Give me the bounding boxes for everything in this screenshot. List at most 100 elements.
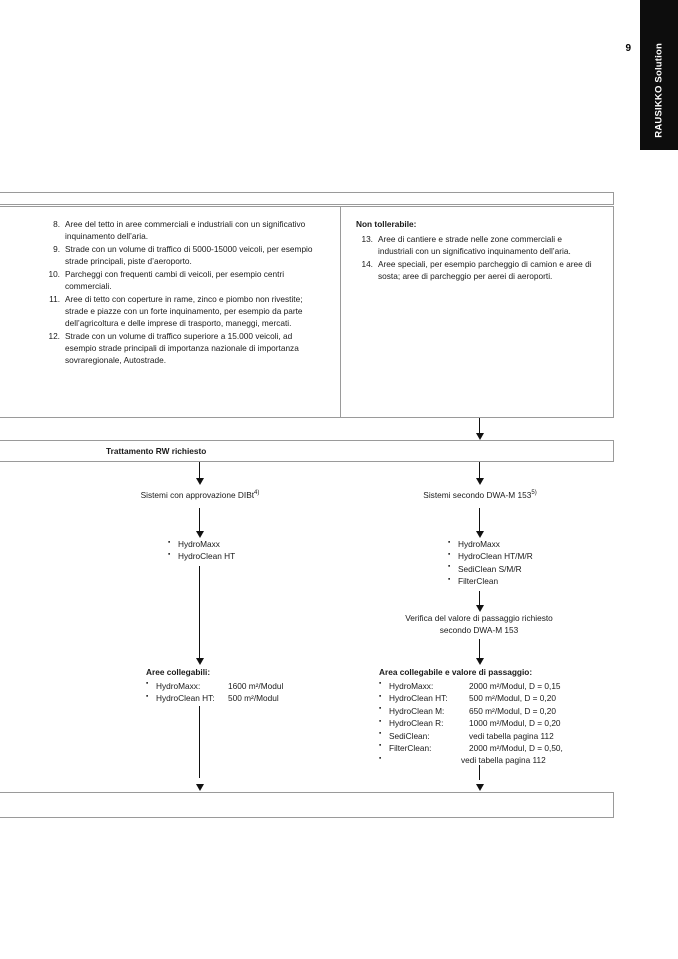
- left-branch-results-list: HydroMaxx: 1600 m²/Modul HydroClean HT: 50…: [146, 679, 284, 705]
- list-item: HydroMaxx: [168, 537, 235, 550]
- list-item-number: 14.: [361, 259, 373, 270]
- list-item: 13. Aree di cantiere e strade nelle zone …: [356, 234, 598, 258]
- connector-arrow-criteria-to-rw: [475, 433, 484, 440]
- result-label: HydroClean HT:: [156, 693, 215, 704]
- connector-arrow-right-title-to-systems: [475, 531, 484, 538]
- right-branch-check: Verifica del valore di passaggio richies…: [379, 613, 579, 637]
- bottom-partial-box: [0, 792, 614, 818]
- list-item: FilterClean: 2000 m²/Modul, D = 0,50,: [379, 741, 563, 754]
- result-value: 2000 m²/Modul, D = 0,50,: [469, 742, 563, 753]
- criteria-right-heading: Non tollerabile:: [356, 219, 417, 229]
- right-branch-results-list: HydroMaxx:2000 m²/Modul, D = 0,15 HydroC…: [379, 679, 563, 767]
- connector-arrow-left-systems-to-results: [195, 658, 204, 665]
- list-item: HydroMaxx: [448, 537, 533, 550]
- left-branch-title-superscript: 4): [254, 490, 260, 496]
- upper-partial-bar: [0, 192, 614, 205]
- connector-arrow-right-check-to-results: [475, 658, 484, 665]
- list-item-number: 8.: [53, 219, 60, 229]
- result-label: HydroClean HT:: [389, 693, 448, 704]
- left-branch-systems-list: HydroMaxx HydroClean HT: [168, 537, 235, 563]
- list-item: HydroClean HT: 500 m²/Modul: [146, 692, 283, 704]
- criteria-right-column: Non tollerabile: 13. Aree di cantiere e s…: [356, 219, 598, 284]
- right-branch-results-heading: Area collegabile e valore di passaggio:: [379, 667, 533, 677]
- right-branch-check-line2: secondo DWA-M 153: [439, 624, 519, 635]
- connector-line-left-systems-to-results: [199, 566, 201, 659]
- result-value: 1600 m²/Modul: [228, 680, 284, 691]
- criteria-left-list: 8. Aree del tetto in aree commerciali e i…: [43, 219, 323, 366]
- right-branch-systems: HydroMaxx HydroClean HT/M/R SediClean S/…: [448, 537, 533, 588]
- list-item-continuation: vedi tabella pagina 112: [379, 754, 563, 766]
- page-number: 9: [625, 43, 631, 54]
- connector-line-right-check-to-results: [479, 639, 481, 659]
- result-value: vedi tabella pagina 112: [469, 730, 554, 741]
- list-item-text: Aree di tetto con coperture in rame, zin…: [65, 294, 303, 328]
- left-branch-results: Aree collegabili: HydroMaxx: 1600 m²/Modu…: [146, 667, 283, 705]
- result-value: 500 m²/Modul: [228, 693, 279, 704]
- list-item: SediClean: vedi tabella pagina 112: [379, 729, 563, 742]
- result-label: SediClean:: [389, 730, 430, 741]
- list-item-text: Aree speciali, per esempio parcheggio di…: [378, 259, 592, 282]
- list-item-text: Aree di cantiere e strade nelle zone com…: [378, 234, 571, 256]
- list-item-number: 11.: [49, 294, 60, 305]
- list-item: HydroMaxx: 1600 m²/Modul: [146, 679, 284, 692]
- result-value-continuation: vedi tabella pagina 112: [461, 755, 546, 766]
- connector-line-right-systems-to-check: [479, 591, 481, 606]
- connector-arrow-rw-to-right-branch: [475, 478, 484, 485]
- list-item: 14. Aree speciali, per esempio parcheggio…: [356, 259, 598, 283]
- rw-treatment-label: Trattamento RW richiesto: [106, 446, 207, 456]
- list-item-text: Aree del tetto in aree commerciali e ind…: [65, 219, 306, 241]
- right-branch-check-line1: Verifica del valore di passaggio richies…: [405, 613, 553, 623]
- list-item: HydroClean R: 1000 m²/Modul, D = 0,20: [379, 717, 563, 729]
- list-item: SediClean S/M/R: [448, 562, 533, 575]
- list-item-number: 12.: [48, 331, 60, 342]
- list-item: 9.Strade con un volume di traffico di 50…: [43, 244, 323, 268]
- criteria-box: 8. Aree del tetto in aree commerciali e i…: [0, 206, 614, 418]
- list-item: 12. Strade con un volume di traffico supe…: [43, 331, 323, 366]
- list-item: FilterClean: [448, 575, 533, 587]
- right-branch-results: Area collegabile e valore di passaggio: …: [379, 667, 563, 767]
- connector-line-right-results-to-bottom: [479, 765, 481, 780]
- connector-arrow-left-results-to-bottom: [195, 784, 204, 791]
- result-value: 1000 m²/Modul, D = 0,20: [469, 718, 561, 729]
- list-item: HydroClean HT: [168, 550, 235, 562]
- connector-arrow-left-title-to-systems: [195, 531, 204, 538]
- rw-treatment-bar: Trattamento RW richiesto: [0, 440, 614, 462]
- list-item-text: Parcheggi con frequenti cambi di veicoli…: [65, 269, 285, 291]
- criteria-left-column: 8. Aree del tetto in aree commerciali e i…: [43, 219, 323, 368]
- criteria-column-divider: [340, 207, 341, 417]
- left-branch-results-heading: Aree collegabili:: [146, 667, 211, 677]
- connector-line-left-title-to-systems: [199, 508, 201, 532]
- result-label: HydroMaxx:: [156, 680, 201, 691]
- left-branch-title: Sistemi con approvazione DIBt4): [100, 489, 300, 502]
- side-tab: RAUSIKKO Solution: [640, 0, 678, 150]
- list-item-number: 13.: [361, 234, 373, 245]
- list-item: 11. Aree di tetto con coperture in rame, …: [43, 294, 323, 329]
- list-item: HydroClean HT/M/R: [448, 550, 533, 562]
- list-item: HydroMaxx:2000 m²/Modul, D = 0,15: [379, 679, 563, 692]
- result-label: HydroClean R:: [389, 718, 444, 729]
- connector-arrow-right-results-to-bottom: [475, 784, 484, 791]
- result-label: FilterClean:: [389, 742, 432, 753]
- left-branch-systems: HydroMaxx HydroClean HT: [168, 537, 235, 563]
- result-value: 650 m²/Modul, D = 0,20: [469, 705, 556, 716]
- connector-line-right-title-to-systems: [479, 508, 481, 532]
- list-item-number: 9.: [53, 244, 60, 255]
- list-item: HydroClean M:650 m²/Modul, D = 0,20: [379, 704, 563, 717]
- right-branch-title-superscript: 5): [531, 490, 537, 496]
- connector-line-rw-to-right-branch: [479, 462, 481, 479]
- result-value: 2000 m²/Modul, D = 0,15: [469, 680, 561, 691]
- left-branch-title-text: Sistemi con approvazione DIBt: [140, 489, 255, 500]
- criteria-right-list: 13. Aree di cantiere e strade nelle zone …: [356, 234, 598, 283]
- connector-arrow-right-systems-to-check: [475, 605, 484, 612]
- result-value: 500 m²/Modul, D = 0,20: [469, 693, 556, 704]
- side-tab-label: RAUSIKKO Solution: [653, 43, 665, 138]
- right-branch-title-text: Sistemi secondo DWA-M 153: [423, 489, 532, 500]
- list-item-number: 10.: [48, 269, 60, 280]
- list-item: 10. Parcheggi con frequenti cambi di veic…: [43, 269, 323, 293]
- right-branch-title: Sistemi secondo DWA-M 1535): [380, 489, 580, 502]
- connector-line-left-results-to-bottom: [199, 706, 201, 778]
- list-item: 8. Aree del tetto in aree commerciali e i…: [43, 219, 323, 243]
- list-item: HydroClean HT: 500 m²/Modul, D = 0,20: [379, 692, 563, 704]
- list-item-text: Strade con un volume di traffico superio…: [65, 331, 299, 365]
- connector-line-criteria-to-rw: [479, 418, 481, 434]
